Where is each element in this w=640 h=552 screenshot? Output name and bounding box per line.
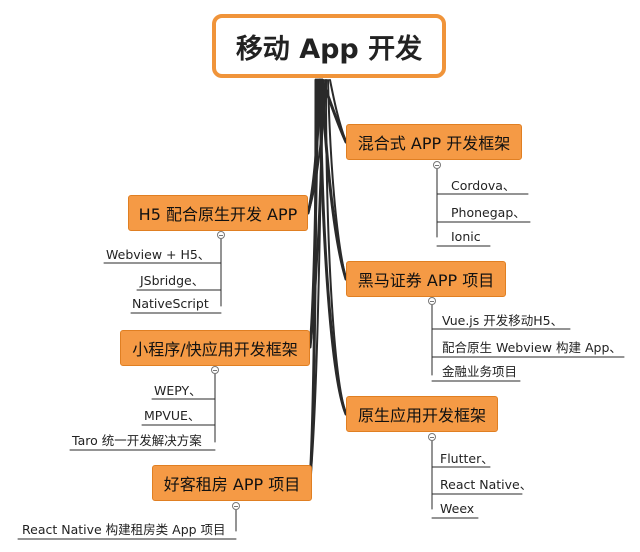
leaf-ionic: Ionic <box>451 229 481 244</box>
branch-hybrid-label: 混合式 APP 开发框架 <box>357 134 511 153</box>
leaf-webview-h5: Webview + H5、 <box>106 247 211 262</box>
root-topic-label: 移动 App 开发 <box>235 33 423 65</box>
root-topic[interactable]: 移动 App 开发 <box>212 14 446 78</box>
leaf-mpvue: MPVUE、 <box>144 408 201 423</box>
branch-native[interactable]: 原生应用开发框架 <box>346 396 498 432</box>
branch-h5-native[interactable]: H5 配合原生开发 APP <box>128 195 308 231</box>
branch-miniapp[interactable]: 小程序/快应用开发框架 <box>120 330 310 366</box>
branch-native-label: 原生应用开发框架 <box>357 406 486 425</box>
collapse-toggle-icon[interactable] <box>428 433 436 441</box>
branch-h5-native-label: H5 配合原生开发 APP <box>138 205 298 224</box>
leaf-cordova: Cordova、 <box>451 178 516 193</box>
branch-haoke[interactable]: 好客租房 APP 项目 <box>152 465 312 501</box>
leaf-haoke-rn: React Native 构建租房类 App 项目 <box>22 522 226 537</box>
leaf-phonegap: Phonegap、 <box>451 205 526 220</box>
leaf-taro: Taro 统一开发解决方案 <box>72 433 202 448</box>
leaf-weex: Weex <box>440 501 475 516</box>
leaf-wepy: WEPY、 <box>154 383 202 398</box>
collapse-toggle-icon[interactable] <box>211 366 219 374</box>
collapse-toggle-icon[interactable] <box>428 297 436 305</box>
collapse-toggle-icon[interactable] <box>232 502 240 510</box>
branch-heima[interactable]: 黑马证券 APP 项目 <box>346 261 506 297</box>
branch-miniapp-label: 小程序/快应用开发框架 <box>132 340 298 359</box>
collapse-toggle-icon[interactable] <box>217 231 225 239</box>
leaf-flutter: Flutter、 <box>440 451 494 466</box>
branch-hybrid[interactable]: 混合式 APP 开发框架 <box>346 124 522 160</box>
collapse-toggle-icon[interactable] <box>433 161 441 169</box>
leaf-react-native: React Native、 <box>440 477 533 492</box>
leaf-finance: 金融业务项目 <box>442 364 518 379</box>
branch-heima-label: 黑马证券 APP 项目 <box>357 271 495 290</box>
leaf-vuejs: Vue.js 开发移动H5、 <box>442 313 564 328</box>
leaf-jsbridge: JSbridge、 <box>140 273 205 288</box>
leaf-nativescript: NativeScript <box>132 296 209 311</box>
branch-haoke-label: 好客租房 APP 项目 <box>163 475 301 494</box>
leaf-webview-app: 配合原生 Webview 构建 App、 <box>442 340 622 355</box>
